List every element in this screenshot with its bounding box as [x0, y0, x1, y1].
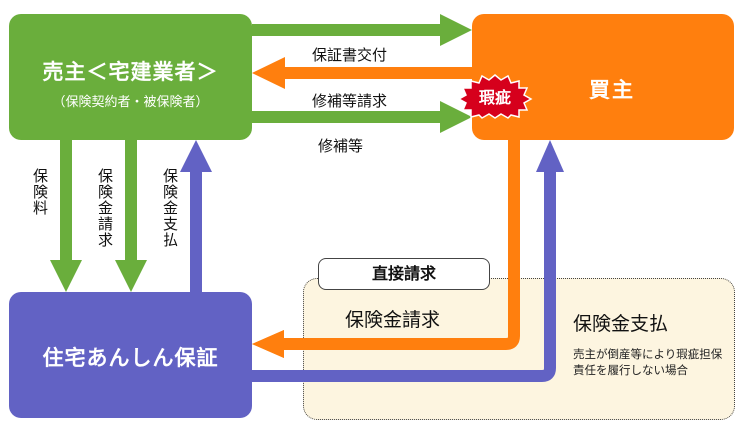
label-direct-payment: 保険金支払	[573, 313, 669, 335]
arrow-repair-request	[252, 57, 472, 89]
insurer-box: 住宅あんしん保証	[9, 292, 252, 418]
label-payment: 保険金支払	[161, 168, 179, 248]
seller-box: 売主＜宅建業者＞ （保険契約者・被保険者）	[9, 14, 252, 140]
label-premium: 保険料	[31, 168, 49, 216]
insurer-title: 住宅あんしん保証	[42, 346, 219, 370]
label-claim: 保険金請求	[96, 168, 114, 248]
seller-title: 売主＜宅建業者＞	[42, 60, 219, 84]
direct-claim-heading: 直接請求	[318, 258, 490, 290]
arrow-repair	[252, 101, 472, 133]
label-direct-claim: 保険金請求	[345, 309, 441, 331]
defect-badge-icon	[457, 74, 533, 119]
arrow-claim	[115, 140, 147, 292]
label-repair-request: 修補等請求	[312, 92, 388, 110]
label-repair: 修補等	[318, 137, 364, 155]
direct-payment-note: 売主が倒産等により瑕疵担保責任を履行しない場合	[573, 347, 723, 377]
arrow-premium	[50, 140, 82, 292]
seller-subtitle: （保険契約者・被保険者）	[52, 95, 209, 110]
arrow-warranty-issue	[252, 14, 472, 46]
buyer-box: 買主	[472, 14, 734, 140]
buyer-title: 買主	[589, 78, 635, 102]
arrow-payment	[180, 140, 212, 292]
label-warranty-issue: 保証書交付	[312, 46, 388, 64]
defect-badge-label: 瑕疵	[478, 88, 511, 107]
